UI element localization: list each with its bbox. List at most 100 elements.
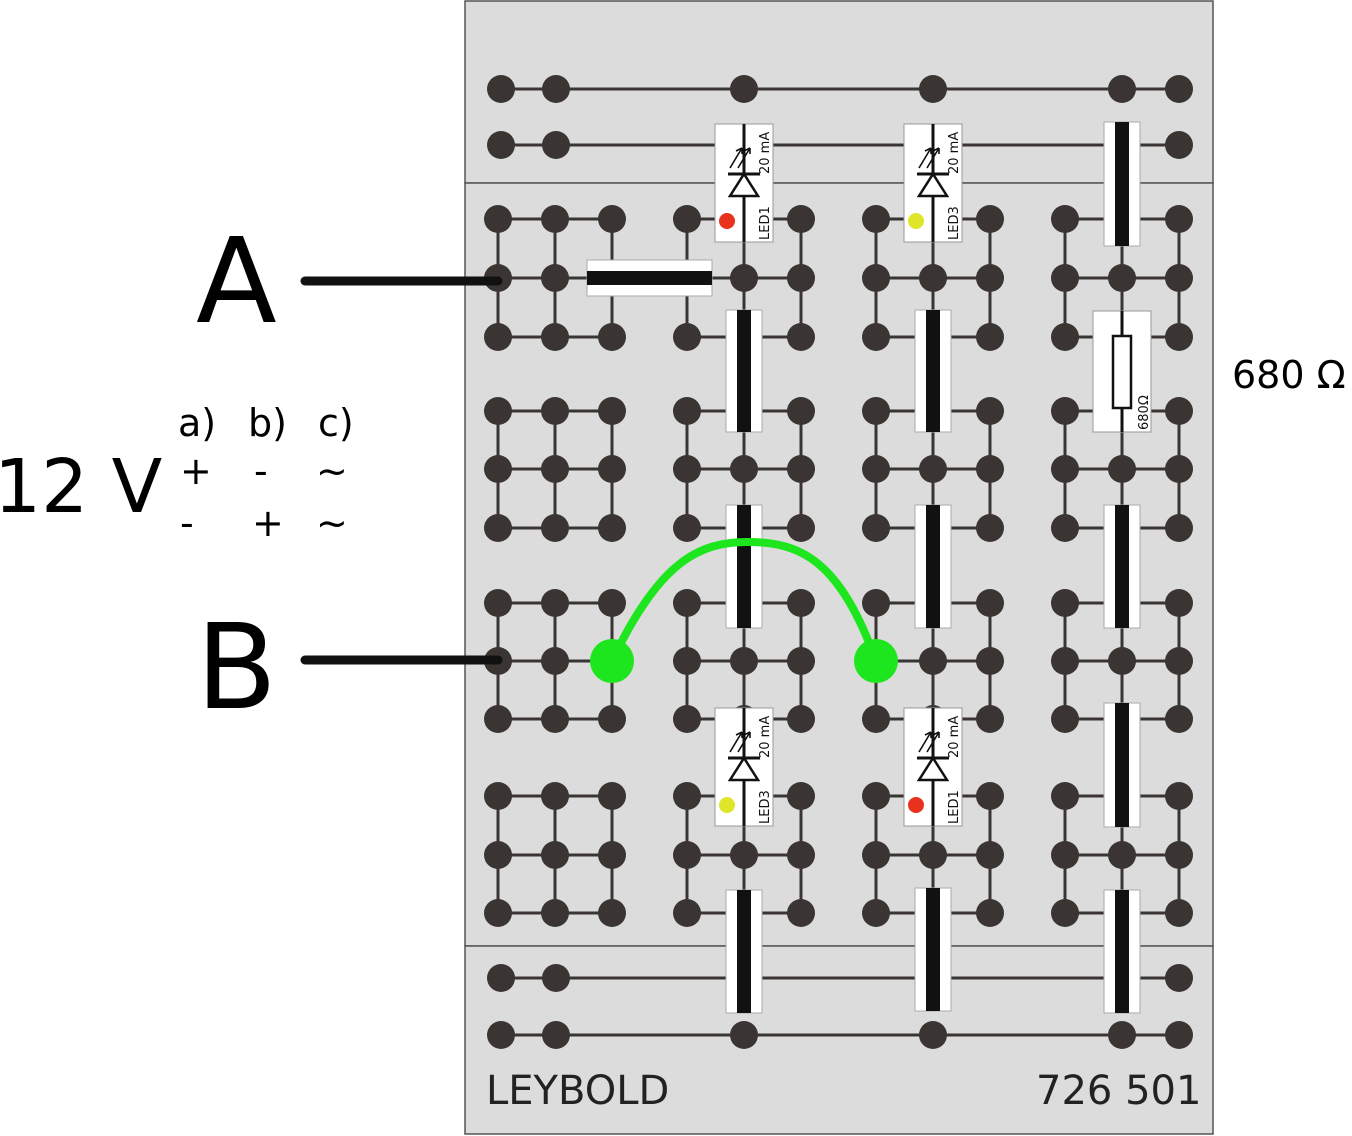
socket-node: [673, 705, 701, 733]
socket-node: [1165, 782, 1193, 810]
socket-node: [976, 899, 1004, 927]
bus-node: [542, 1021, 570, 1049]
resistor-value-label: 680 Ω: [1232, 353, 1346, 397]
socket-node: [598, 455, 626, 483]
socket-node: [541, 397, 569, 425]
polarity-c-top: ~: [316, 449, 348, 493]
socket-node: [598, 899, 626, 927]
bridging-plugs: [586, 121, 1141, 1014]
socket-node: [1051, 647, 1079, 675]
socket-node: [1165, 323, 1193, 351]
socket-node: [1165, 841, 1193, 869]
socket-node: [1165, 397, 1193, 425]
socket-node: [541, 782, 569, 810]
socket-node: [862, 514, 890, 542]
socket-node: [541, 205, 569, 233]
bridging-plug: [914, 504, 952, 629]
option-header-b: b): [248, 401, 287, 445]
socket-node: [673, 899, 701, 927]
socket-node: [484, 397, 512, 425]
socket-node: [862, 841, 890, 869]
socket-node: [1051, 589, 1079, 617]
bus-node: [542, 75, 570, 103]
socket-node: [730, 264, 758, 292]
plug-in-board: [464, 0, 1214, 1135]
board-part-number: 726 501: [1036, 1068, 1202, 1114]
socket-node: [1165, 705, 1193, 733]
socket-node: [730, 455, 758, 483]
socket-node: [1165, 514, 1193, 542]
bus-node: [1165, 964, 1193, 992]
board-brand: LEYBOLD: [486, 1068, 670, 1114]
socket-node: [1051, 782, 1079, 810]
socket-node: [484, 841, 512, 869]
led-indicator: [719, 797, 735, 813]
socket-node: [787, 899, 815, 927]
bridging-plug: [1103, 504, 1141, 629]
socket-node: [787, 705, 815, 733]
socket-node: [862, 264, 890, 292]
socket-node: [598, 589, 626, 617]
socket-node: [787, 205, 815, 233]
bus-rails: [501, 87, 1179, 1037]
socket-node: [541, 455, 569, 483]
socket-node: [1051, 323, 1079, 351]
socket-node: [976, 589, 1004, 617]
option-header-c: c): [318, 401, 354, 445]
socket-node: [976, 205, 1004, 233]
socket-node: [787, 841, 815, 869]
socket-node: [1051, 455, 1079, 483]
socket-node: [1051, 205, 1079, 233]
socket-node: [1051, 514, 1079, 542]
socket-node: [862, 455, 890, 483]
socket-node: [976, 705, 1004, 733]
socket-node: [1108, 647, 1136, 675]
socket-node: [1108, 841, 1136, 869]
bus-node: [730, 1021, 758, 1049]
socket-node: [862, 323, 890, 351]
led-name: LED3: [758, 790, 773, 824]
voltage-label: 12 V: [0, 444, 163, 530]
socket-node: [976, 323, 1004, 351]
socket-node: [598, 782, 626, 810]
socket-node: [976, 841, 1004, 869]
socket-node: [673, 455, 701, 483]
socket-node: [673, 397, 701, 425]
socket-node: [484, 514, 512, 542]
socket-node: [787, 323, 815, 351]
socket-node: [730, 647, 758, 675]
socket-node: [1051, 397, 1079, 425]
socket-node: [598, 205, 626, 233]
socket-node: [787, 264, 815, 292]
socket-nodes: [484, 75, 1193, 1049]
socket-node: [976, 647, 1004, 675]
socket-node: [1165, 647, 1193, 675]
led-name: LED1: [947, 790, 962, 824]
socket-node: [787, 514, 815, 542]
bus-node: [730, 75, 758, 103]
bus-node: [487, 964, 515, 992]
polarity-a-bottom: -: [180, 501, 194, 545]
socket-node: [976, 455, 1004, 483]
socket-node: [484, 205, 512, 233]
bus-node: [542, 964, 570, 992]
led-rating: 20 mA: [758, 132, 773, 174]
bus-node: [487, 131, 515, 159]
terminal-leads: [300, 276, 503, 665]
socket-node: [598, 397, 626, 425]
led-name: LED3: [947, 206, 962, 240]
polarity-b-bottom: +: [252, 501, 284, 545]
socket-node: [1165, 589, 1193, 617]
socket-node: [1165, 264, 1193, 292]
led-indicator: [908, 213, 924, 229]
socket-node: [541, 647, 569, 675]
bus-node: [1108, 1021, 1136, 1049]
socket-node: [919, 455, 947, 483]
jumper-end-right: [854, 639, 898, 683]
socket-node: [1051, 841, 1079, 869]
socket-node: [862, 205, 890, 233]
socket-node: [976, 397, 1004, 425]
polarity-b-top: -: [254, 449, 268, 493]
